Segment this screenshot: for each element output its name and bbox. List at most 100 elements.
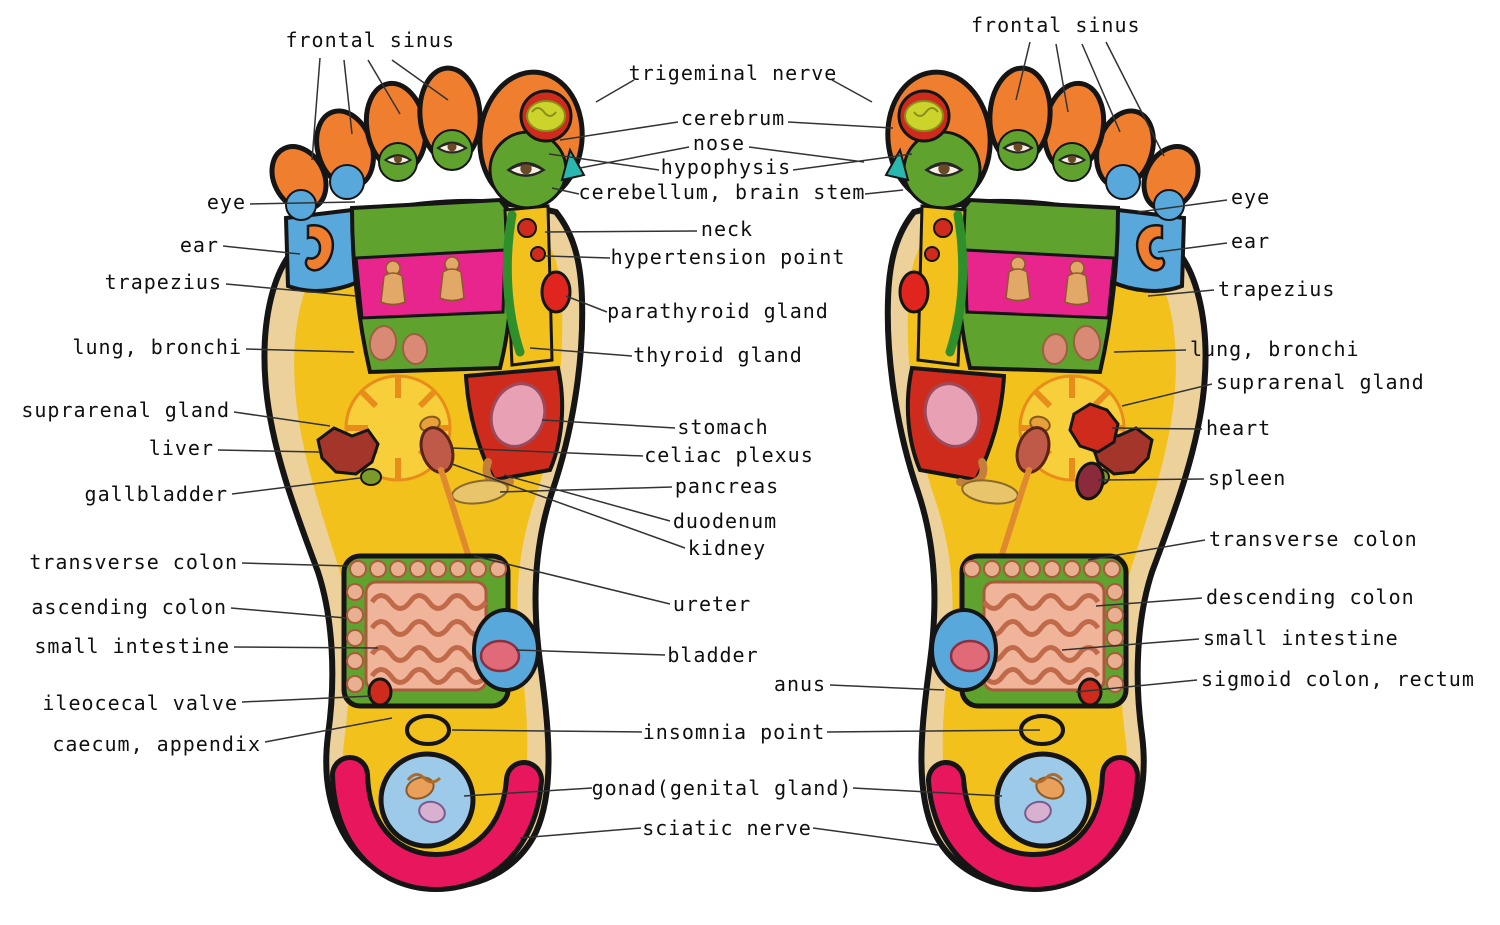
liver-zone — [316, 426, 380, 476]
label-nose: nose — [692, 131, 746, 155]
leader-line — [831, 79, 873, 103]
leader-line — [463, 787, 593, 797]
heart-zone — [1068, 402, 1120, 454]
leader-line — [1121, 383, 1213, 407]
leader-line — [559, 121, 679, 141]
thyroid-band — [502, 210, 525, 357]
label-ileocecal-valve: ileocecal valve — [42, 691, 238, 715]
label-frontal-sinus: frontal sinus — [971, 13, 1141, 37]
gallbladder-zone — [360, 468, 382, 486]
label-hypophysis: hypophysis — [660, 155, 792, 179]
gonad-organ-icon — [406, 773, 442, 784]
leader-line — [249, 201, 356, 205]
leader-line — [792, 153, 913, 171]
leader-line — [1111, 427, 1203, 430]
leader-line — [503, 474, 671, 522]
leader-line — [829, 684, 945, 691]
label-thyroid-gland: thyroid gland — [633, 343, 803, 367]
insomnia-point-zone — [405, 714, 451, 746]
leader-line — [1061, 638, 1200, 651]
leader-line — [217, 449, 321, 453]
label-spleen: spleen — [1208, 466, 1287, 490]
label-small-intestine: small intestine — [1203, 626, 1399, 650]
label-eye: eye — [206, 190, 246, 214]
leader-line — [787, 121, 894, 129]
label-neck: neck — [700, 217, 754, 241]
figure-icon — [439, 256, 465, 302]
leader-line — [551, 187, 580, 195]
leader-line — [1087, 539, 1206, 561]
label-kidney: kidney — [687, 536, 767, 560]
ileocecal-valve-zone — [367, 677, 393, 707]
intestine-squiggles — [369, 593, 488, 685]
left-foot — [261, 65, 586, 893]
leader-line — [1157, 242, 1228, 253]
eye-icon — [506, 161, 546, 177]
leader-line — [1055, 43, 1069, 113]
transverse-colon-segments — [349, 560, 507, 578]
label-sciatic-nerve: sciatic nerve — [642, 816, 812, 840]
stomach-icon — [489, 382, 547, 448]
label-parathyroid-gland: parathyroid gland — [607, 299, 829, 323]
label-celiac-plexus: celiac plexus — [644, 443, 814, 467]
leader-line — [812, 827, 939, 846]
leader-line — [864, 189, 904, 195]
leader-line — [595, 79, 635, 103]
figure-icon — [380, 260, 406, 306]
leader-line — [1097, 478, 1205, 481]
hypertension-point — [530, 246, 546, 262]
leader-line — [519, 827, 642, 839]
label-gallbladder: gallbladder — [84, 482, 228, 506]
leader-line — [245, 348, 355, 353]
leader-lines — [217, 41, 1228, 846]
leader-line — [264, 717, 393, 743]
leader-line — [241, 562, 349, 567]
sciatic-band — [335, 760, 539, 888]
leader-line — [852, 787, 1003, 797]
leader-line — [230, 607, 347, 619]
label-gonad-genital-gland: gonad(genital gland) — [591, 776, 853, 800]
parathyroid-zone — [540, 270, 572, 314]
bladder-icon — [479, 639, 521, 673]
label-anus: anus — [773, 672, 827, 696]
leader-line — [451, 463, 686, 549]
label-descending-colon: descending colon — [1206, 585, 1415, 609]
label-insomnia-point: insomnia point — [642, 720, 826, 744]
brain-icon — [526, 100, 566, 132]
leader-line — [1095, 597, 1203, 607]
leader-line — [1137, 199, 1228, 213]
leader-line — [233, 411, 331, 427]
label-cerebrum: cerebrum — [680, 106, 786, 130]
label-trapezius: trapezius — [104, 270, 222, 294]
leader-line — [565, 295, 608, 313]
leader-line — [1081, 43, 1121, 133]
label-bladder: bladder — [667, 643, 759, 667]
label-suprarenal-gland: suprarenal gland — [21, 398, 230, 422]
leader-line — [1075, 679, 1198, 693]
ear-toe-zone — [285, 189, 317, 221]
lung-icon — [401, 333, 429, 365]
neck-point — [517, 218, 537, 238]
leader-line — [343, 59, 353, 135]
leader-line — [311, 57, 321, 161]
label-pancreas: pancreas — [674, 474, 780, 498]
label-liver: liver — [148, 436, 214, 460]
trapezius-zone — [354, 248, 507, 320]
leader-line — [241, 695, 373, 703]
label-transverse-colon: transverse colon — [29, 550, 238, 574]
nose-zone — [560, 147, 586, 182]
leader-line — [826, 729, 1041, 733]
lung-icon — [368, 325, 398, 361]
label-suprarenal-gland: suprarenal gland — [1216, 370, 1425, 394]
ascending-colon-segments — [346, 583, 364, 693]
leader-line — [1147, 289, 1215, 297]
label-sigmoid-colon-rectum: sigmoid colon, rectum — [1201, 667, 1475, 691]
eye-icon — [436, 141, 468, 154]
gonad-organ-icon — [418, 800, 446, 824]
label-lung-bronchi: lung, bronchi — [72, 335, 242, 359]
leader-line — [391, 59, 449, 101]
leader-line — [1105, 41, 1165, 157]
label-small-intestine: small intestine — [34, 634, 230, 658]
